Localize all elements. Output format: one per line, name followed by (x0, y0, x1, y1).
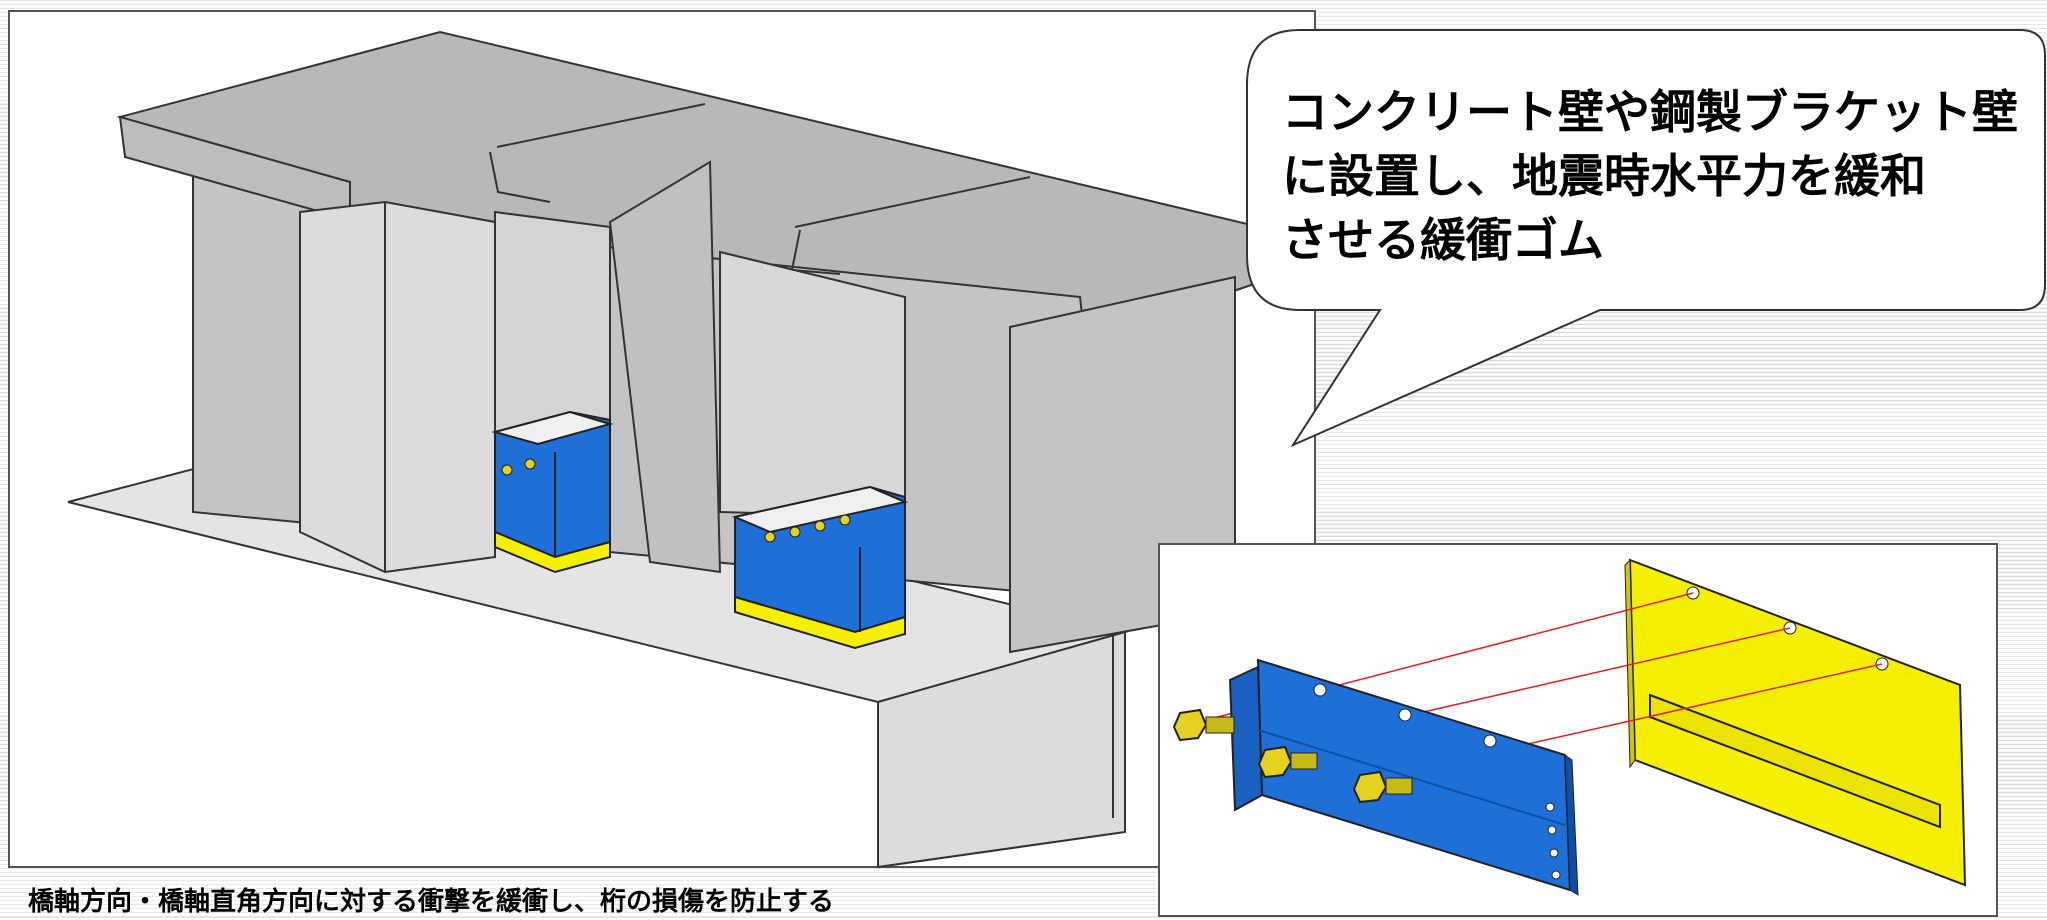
pier-left (299, 200, 496, 574)
foundation-block (877, 630, 1126, 869)
bolt-icon (1352, 770, 1413, 804)
buffer-detail-panel (1158, 543, 1998, 917)
buffer-rubber-illustration (1172, 558, 1967, 896)
bolt-icon (1257, 745, 1318, 779)
bridge-girder-illustration (67, 30, 1261, 869)
buffer-rubber-right (731, 485, 909, 650)
alignment-line (1319, 592, 1694, 691)
buffer-rubber-left (491, 410, 614, 574)
caption-text: 橋軸方向・橋軸直角方向に対する衝撃を緩衝し、桁の損傷を防止する (28, 887, 835, 917)
bolt-icon (1172, 708, 1235, 742)
bridge-illustration-panel (8, 10, 1316, 869)
rubber-buffer-body (1228, 658, 1579, 896)
steel-bracket-plate (1624, 558, 1967, 887)
callout-text: コンクリート壁や鋼製ブラケット壁 に設置し、地震時水平力を緩和 させる緩衝ゴム (1282, 85, 2018, 267)
